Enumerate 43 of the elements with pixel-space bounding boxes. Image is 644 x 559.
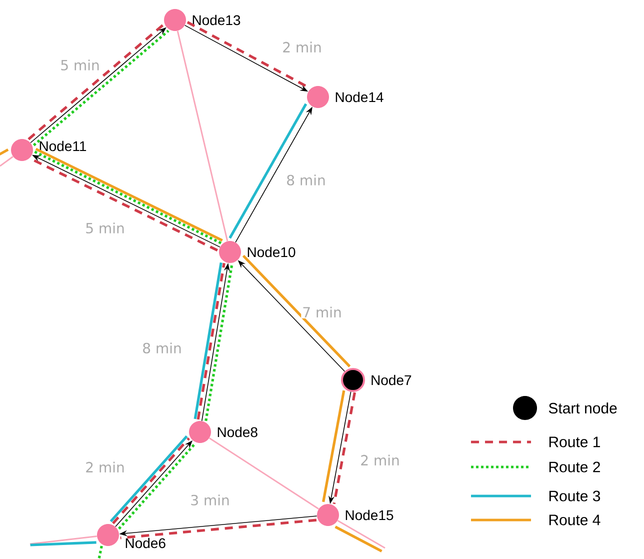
- node-label: Node7: [372, 374, 412, 386]
- graph-node: Node15: [317, 504, 394, 526]
- edge-label: 8 min: [141, 342, 183, 354]
- road-line: [209, 437, 320, 510]
- route-line: [30, 541, 96, 546]
- graph-node: Node10: [219, 241, 296, 263]
- node-label: Node8: [218, 426, 258, 438]
- edge-label: 2 min: [84, 460, 126, 474]
- edge-label: 8 min: [285, 174, 327, 186]
- road-line: [337, 520, 386, 549]
- route-line: [322, 390, 346, 502]
- node-label: Node11: [40, 140, 86, 152]
- edge-label: 3 min: [189, 494, 231, 506]
- route-line: [332, 392, 356, 504]
- graph-node: Node6: [97, 524, 166, 548]
- road-line: [176, 30, 228, 242]
- graph-node: Node14: [307, 86, 384, 108]
- legend-label: Route 2: [549, 462, 600, 472]
- node-label: Node13: [192, 14, 240, 26]
- route-line: [0, 148, 9, 158]
- graph-node: Node7: [341, 368, 412, 392]
- graph-node: Node8: [189, 421, 258, 443]
- node-label: Node6: [126, 538, 166, 548]
- legend-label: Route 4: [549, 514, 600, 526]
- legend-label: Route 3: [549, 490, 600, 502]
- edge-label: 7 min: [301, 306, 343, 318]
- node-label: Node15: [346, 510, 394, 520]
- edge-label: 2 min: [281, 40, 323, 54]
- node-label: Node14: [336, 92, 384, 102]
- legend-label: Start node: [548, 402, 617, 414]
- edge-label: 5 min: [59, 58, 101, 72]
- road-line: [0, 156, 14, 167]
- route-line: [98, 546, 103, 558]
- edge-label: 2 min: [359, 454, 401, 466]
- legend-label: Route 1: [549, 436, 600, 448]
- edge-label: 5 min: [84, 222, 126, 234]
- graph-node: Node13: [164, 9, 240, 31]
- route-line: [334, 526, 382, 552]
- route-line: [228, 103, 308, 239]
- node-label: Node10: [248, 246, 296, 258]
- route-line: [242, 254, 351, 368]
- graph-node: Node11: [11, 139, 86, 161]
- road-line: [30, 536, 97, 545]
